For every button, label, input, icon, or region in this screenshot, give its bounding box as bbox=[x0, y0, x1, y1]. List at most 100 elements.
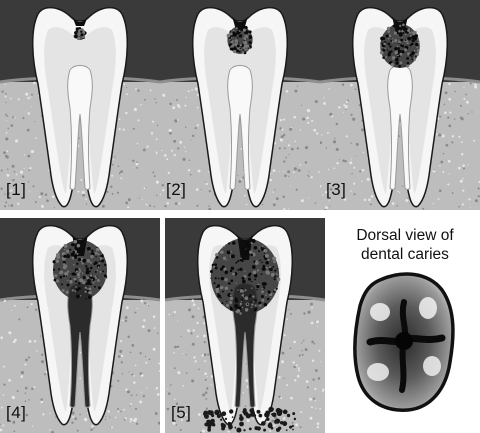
decay-texture bbox=[401, 45, 404, 48]
abscess-texture bbox=[220, 419, 222, 421]
gum-texture bbox=[307, 175, 308, 176]
gum-texture bbox=[353, 167, 355, 169]
gum-texture bbox=[14, 171, 16, 173]
gum-texture bbox=[5, 155, 8, 158]
gum-texture bbox=[333, 140, 336, 143]
gum-texture bbox=[0, 336, 3, 339]
gum-texture bbox=[15, 139, 18, 142]
decay-texture bbox=[247, 303, 249, 305]
stage-label: [4] bbox=[6, 403, 26, 423]
decay-texture bbox=[102, 270, 104, 272]
gum-texture bbox=[433, 169, 434, 170]
gum-texture bbox=[131, 394, 133, 396]
abscess-texture bbox=[229, 409, 233, 413]
gum-texture bbox=[475, 199, 478, 202]
gum-texture bbox=[32, 426, 33, 427]
decay-texture bbox=[95, 256, 96, 257]
gum-texture bbox=[174, 154, 176, 156]
decay-texture bbox=[273, 261, 276, 264]
decay-texture bbox=[61, 283, 63, 285]
gum-texture bbox=[206, 387, 208, 389]
gum-texture bbox=[82, 191, 85, 194]
gum-texture bbox=[118, 165, 120, 167]
gum-texture bbox=[2, 424, 4, 426]
gum-texture bbox=[399, 135, 401, 137]
abscess-texture bbox=[204, 423, 208, 427]
gum-texture bbox=[286, 384, 288, 386]
gum-texture bbox=[118, 355, 121, 358]
decay-texture bbox=[63, 263, 65, 265]
gum-texture bbox=[24, 168, 25, 169]
gum-texture bbox=[109, 416, 110, 417]
decay-texture bbox=[258, 250, 260, 252]
gum-texture bbox=[299, 169, 301, 171]
gum-texture bbox=[6, 120, 7, 121]
abscess-texture bbox=[209, 410, 214, 415]
gum-texture bbox=[112, 164, 114, 166]
decay-texture bbox=[238, 290, 240, 292]
gum-texture bbox=[49, 429, 50, 430]
decay-texture bbox=[382, 56, 385, 59]
gum-texture bbox=[117, 408, 119, 410]
decay-texture bbox=[251, 281, 253, 283]
abscess-texture bbox=[286, 429, 288, 431]
gum-texture bbox=[362, 169, 365, 172]
decay-texture bbox=[238, 42, 239, 43]
abscess-texture bbox=[221, 411, 226, 416]
gum-texture bbox=[315, 202, 316, 203]
gum-texture bbox=[12, 396, 15, 399]
gum-texture bbox=[458, 136, 460, 138]
gum-texture bbox=[463, 86, 464, 87]
decay-texture bbox=[388, 53, 391, 56]
gum-texture bbox=[185, 126, 186, 127]
gum-texture bbox=[105, 419, 106, 420]
decay-texture bbox=[247, 47, 249, 49]
decay-texture bbox=[236, 27, 238, 29]
decay-texture bbox=[53, 260, 56, 263]
decay-texture bbox=[77, 244, 81, 248]
decay-texture bbox=[97, 253, 99, 255]
gum-texture bbox=[173, 140, 176, 143]
gum-texture bbox=[168, 172, 170, 174]
decay-texture bbox=[228, 242, 230, 244]
gum-texture bbox=[20, 171, 23, 174]
decay-texture bbox=[417, 39, 419, 41]
decay-texture bbox=[213, 282, 215, 284]
gum-texture bbox=[10, 124, 13, 127]
gum-texture bbox=[458, 81, 459, 82]
decay-texture bbox=[237, 45, 240, 48]
gum-texture bbox=[171, 384, 172, 385]
gum-texture bbox=[173, 352, 175, 354]
decay-texture bbox=[259, 260, 261, 262]
decay-texture bbox=[394, 32, 397, 35]
gum-texture bbox=[290, 313, 292, 315]
gum-texture bbox=[195, 127, 197, 129]
gum-texture bbox=[5, 96, 7, 98]
gum-texture bbox=[22, 175, 24, 177]
gum-texture bbox=[1, 170, 3, 172]
decay-texture bbox=[85, 298, 87, 300]
gum-texture bbox=[16, 174, 18, 176]
decay-texture bbox=[95, 271, 97, 273]
decay-texture bbox=[81, 248, 83, 250]
decay-texture bbox=[393, 25, 396, 28]
gum-texture bbox=[469, 82, 471, 84]
decay-texture bbox=[82, 281, 86, 285]
decay-texture bbox=[239, 268, 242, 271]
gum-texture bbox=[13, 430, 15, 432]
gum-texture bbox=[305, 348, 308, 351]
gum-texture bbox=[117, 411, 119, 413]
decay-texture bbox=[89, 283, 92, 286]
gum-texture bbox=[292, 422, 294, 424]
gum-texture bbox=[36, 350, 38, 352]
gum-texture bbox=[305, 118, 306, 119]
gum-texture bbox=[193, 356, 195, 358]
gum-texture bbox=[135, 408, 137, 410]
gum-texture bbox=[192, 315, 195, 318]
gum-texture bbox=[137, 308, 138, 309]
decay-texture bbox=[398, 65, 401, 68]
decay-texture bbox=[90, 267, 93, 270]
gum-texture bbox=[478, 187, 480, 189]
gum-texture bbox=[354, 193, 356, 195]
gum-texture bbox=[1, 90, 3, 92]
